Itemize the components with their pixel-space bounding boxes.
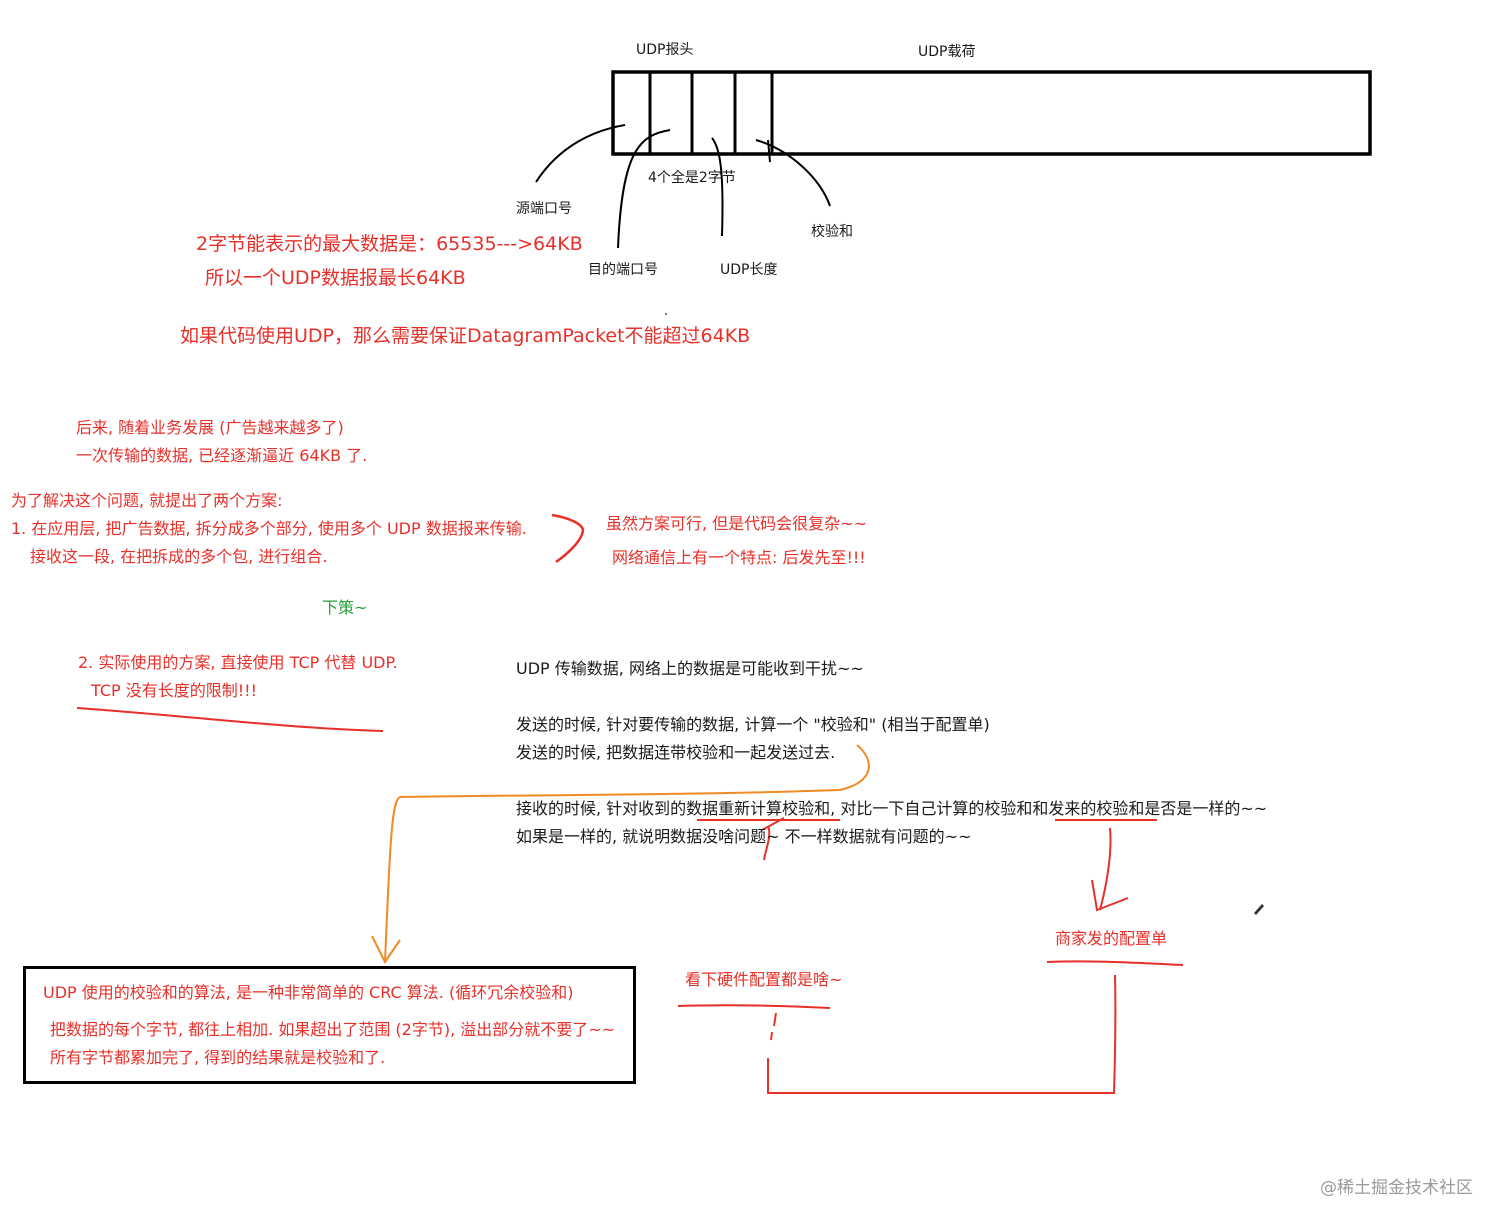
dash-2 (770, 1031, 773, 1041)
crc-title: UDP 使用的校验和的算法, 是一种非常简单的 CRC 算法. (循环冗余校验和… (43, 983, 574, 1002)
crc-line2: 所有字节都累加完了, 得到的结果就是校验和了. (50, 1048, 386, 1067)
all-2-bytes-label: 4个全是2字节 (648, 170, 736, 186)
udp-header-label: UDP报头 (636, 42, 694, 58)
merchant-list-label: 商家发的配置单 (1055, 929, 1168, 948)
solutions-intro: 为了解决这个问题, 就提出了两个方案: (11, 491, 283, 510)
solution1-verdict: 下策~ (322, 598, 368, 617)
udp-length-label: UDP长度 (720, 262, 778, 278)
crc-explanation-box (23, 966, 636, 1084)
max-size-line1: 2字节能表示的最大数据是：65535--->64KB (196, 233, 583, 255)
history-line2: 一次传输的数据, 已经逐渐逼近 64KB 了. (76, 446, 368, 465)
watermark: @稀土掘金技术社区 (1320, 1178, 1473, 1198)
solution1-note2: 网络通信上有一个特点: 后发先至!!! (612, 548, 866, 567)
solution1-note1: 虽然方案可行, 但是代码会很复杂~~ (606, 514, 867, 533)
checksum-explain-line5: 如果是一样的, 就说明数据没啥问题~ 不一样数据就有问题的~~ (516, 827, 972, 846)
checksum-explain-line3: 发送的时候, 把数据连带校验和一起发送过去. (516, 743, 836, 762)
checksum-tick (767, 139, 771, 163)
max-size-line3: 如果代码使用UDP，那么需要保证DatagramPacket不能超过64KB (180, 325, 751, 347)
solution1-line2: 接收这一段, 在把拆成的多个包, 进行组合. (30, 547, 328, 566)
udp-packet-box (611, 70, 1372, 156)
max-size-line2: 所以一个UDP数据报最长64KB (205, 267, 466, 289)
solution2-line2: TCP 没有长度的限制!!! (91, 681, 257, 700)
solution1-line1: 1. 在应用层, 把广告数据, 拆分成多个部分, 使用多个 UDP 数据报来传输… (11, 519, 527, 538)
udp-length-pointer (711, 137, 724, 237)
checksum-explain-line4: 接收的时候, 针对收到的数据重新计算校验和, 对比一下自己计算的校验和和发来的校… (516, 799, 1268, 818)
red-mark-problem-2 (761, 817, 785, 831)
hardware-underline (677, 1004, 831, 1009)
dst-port-pointer (617, 129, 671, 249)
orange-arrowhead (371, 935, 401, 964)
dot-mark (665, 313, 667, 315)
checksum-label: 校验和 (811, 224, 853, 240)
orange-arrow-path (384, 744, 870, 963)
checksum-explain-line1: UDP 传输数据, 网络上的数据是可能收到干扰~~ (516, 659, 864, 678)
history-line1: 后来, 随着业务发展 (广告越来越多了) (76, 418, 344, 437)
checksum-explain-line2: 发送的时候, 针对要传输的数据, 计算一个 "校验和" (相当于配置单) (516, 715, 990, 734)
solution-bracket (551, 513, 585, 564)
red-mark-problem (763, 825, 771, 861)
check-hardware-label: 看下硬件配置都是啥~ (685, 970, 843, 989)
merchant-arrowhead (1091, 879, 1129, 912)
pencil-icon (1254, 904, 1264, 915)
dash-1 (773, 1012, 777, 1027)
merchant-arrow (1099, 827, 1112, 911)
solution2-underline (76, 707, 384, 732)
crc-line1: 把数据的每个字节, 都往上相加. 如果超出了范围 (2字节), 溢出部分就不要了… (50, 1020, 616, 1039)
dst-port-label: 目的端口号 (588, 262, 658, 278)
solution2-line1: 2. 实际使用的方案, 直接使用 TCP 代替 UDP. (78, 653, 398, 672)
checksum-pointer (755, 139, 831, 207)
src-port-label: 源端口号 (516, 201, 572, 217)
analogy-connector (767, 974, 1117, 1094)
udp-payload-label: UDP载荷 (918, 44, 976, 60)
merchant-underline (1046, 960, 1184, 966)
src-port-pointer (535, 124, 626, 183)
